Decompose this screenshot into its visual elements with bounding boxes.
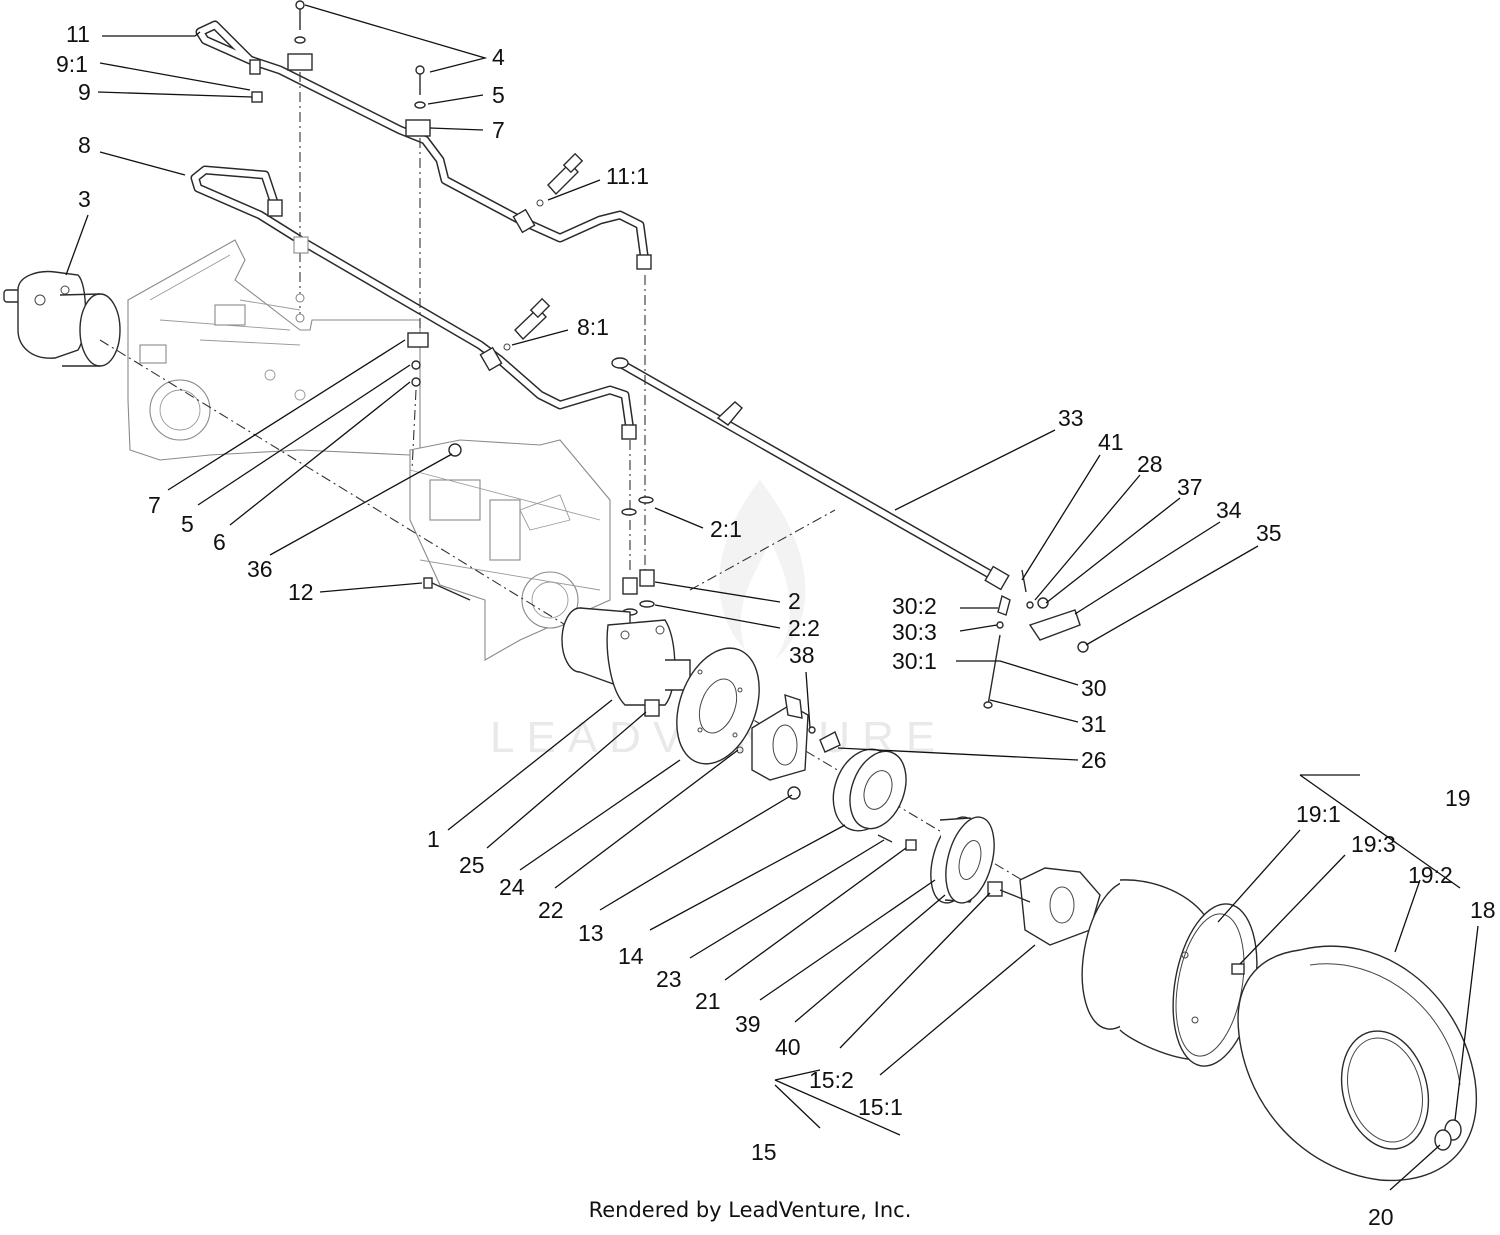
callout-23: 23: [656, 966, 682, 992]
callout-22: 22: [538, 897, 564, 923]
callout-28: 28: [1137, 451, 1163, 477]
callout-11: 11: [66, 21, 90, 47]
hydraulic-motor-left: [3, 270, 121, 367]
callout-8-1: 8:1: [577, 314, 609, 340]
callout-2: 2: [788, 588, 801, 614]
callout-20: 20: [1368, 1204, 1394, 1230]
callout-15: 15: [751, 1139, 777, 1165]
callout-37: 37: [1177, 474, 1203, 500]
callout-labels: 11 9:1 9 4 5 7 8 11:1 3 8:1 33 41 28 37 …: [56, 21, 1496, 1230]
callout-38: 38: [789, 642, 815, 668]
hydraulic-motor-right: [561, 607, 691, 717]
callout-11-1: 11:1: [606, 163, 649, 189]
watermark-flame-logo: [719, 480, 806, 660]
leader-lines: [65, 4, 1479, 1191]
callout-12: 12: [288, 579, 314, 605]
callout-8: 8: [78, 132, 91, 158]
clamp-top-right: [405, 65, 431, 471]
callout-9-1: 9:1: [56, 51, 88, 77]
callout-33: 33: [1058, 405, 1084, 431]
callout-31: 31: [1081, 711, 1107, 737]
callout-5-mid: 5: [181, 511, 194, 537]
bolt-12: [423, 577, 471, 601]
tire: [1237, 945, 1478, 1182]
callout-19-3: 19:3: [1351, 831, 1396, 857]
footer-credit: Rendered by LeadVenture, Inc.: [588, 1198, 912, 1222]
callout-2-2: 2:2: [788, 615, 820, 641]
brake-disc: [676, 647, 760, 765]
drum-spacer: [930, 816, 995, 904]
valve-stem: [1231, 963, 1245, 975]
callout-1: 1: [427, 826, 440, 852]
callout-15-2: 15:2: [809, 1067, 854, 1093]
clamp-top-left: [287, 0, 313, 323]
callout-15-1: 15:1: [858, 1094, 903, 1120]
wheel-rim: [1081, 879, 1258, 1067]
callout-34: 34: [1216, 497, 1242, 523]
callout-14: 14: [618, 943, 644, 969]
hydraulic-tube-upper: [195, 20, 652, 270]
nut-36: [448, 443, 462, 457]
callout-4: 4: [492, 44, 505, 70]
callout-5-top: 5: [492, 82, 505, 108]
callout-18: 18: [1470, 897, 1496, 923]
brake-link-parts: [808, 726, 841, 753]
callout-13: 13: [578, 920, 604, 946]
callout-25: 25: [459, 852, 485, 878]
callout-30-3: 30:3: [892, 619, 937, 645]
fitting-11-1: [536, 152, 584, 207]
callout-19-2: 19:2: [1408, 862, 1453, 888]
callout-3: 3: [78, 186, 91, 212]
callout-30-2: 30:2: [892, 593, 937, 619]
callout-30: 30: [1081, 675, 1107, 701]
cross-shaft: [611, 357, 1010, 591]
callout-24: 24: [499, 874, 525, 900]
callout-19-1: 19:1: [1296, 801, 1341, 827]
callout-26: 26: [1081, 747, 1107, 773]
callout-35: 35: [1256, 520, 1282, 546]
wheel-hub: [832, 748, 907, 832]
frame-left: [127, 239, 421, 461]
callout-30-1: 30:1: [892, 648, 937, 674]
hydraulic-tube-middle: [190, 165, 637, 440]
callout-40: 40: [775, 1034, 801, 1060]
fittings-2: [621, 496, 655, 616]
callout-7-mid: 7: [148, 492, 161, 518]
callout-6: 6: [213, 529, 226, 555]
callout-19: 19: [1445, 785, 1471, 811]
callout-36: 36: [247, 556, 273, 582]
plug-9: [251, 91, 263, 103]
callout-39: 39: [735, 1011, 761, 1037]
lug-nut: [1434, 1119, 1462, 1151]
linkage-rod: [983, 569, 1089, 709]
callout-9: 9: [78, 79, 91, 105]
wheel-studs: [877, 834, 917, 851]
fitting-8-1: [503, 297, 551, 351]
callout-7-top: 7: [492, 117, 505, 143]
wheel-adapter: [987, 867, 1101, 946]
frame-right: [409, 439, 611, 661]
callout-41: 41: [1098, 429, 1124, 455]
callout-2-1: 2:1: [710, 516, 742, 542]
callout-21: 21: [695, 988, 721, 1014]
